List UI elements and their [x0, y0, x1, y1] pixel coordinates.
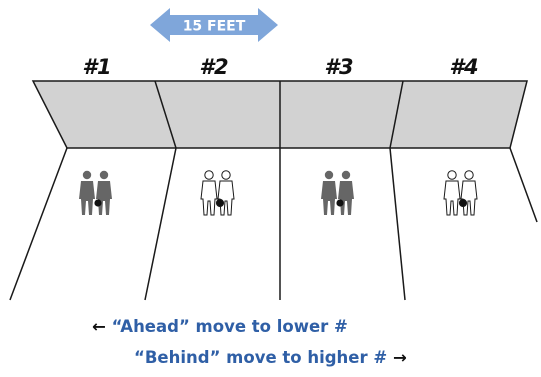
- spacing-arrow: 15 FEET: [150, 8, 278, 42]
- right-arrow-icon: →: [393, 348, 407, 367]
- spacing-label: 15 FEET: [183, 19, 246, 35]
- ahead-text: “Ahead” move to lower #: [112, 317, 348, 336]
- backboard: [33, 81, 527, 148]
- court-1-players: [79, 171, 112, 215]
- court-label-4: #4: [449, 55, 478, 79]
- court-label-2: #2: [199, 55, 228, 79]
- court-2-players: [201, 171, 234, 215]
- behind-text: “Behind” move to higher #: [134, 348, 387, 367]
- court-4-players: [444, 171, 477, 215]
- court-3-players: [321, 171, 354, 215]
- court-label-1: #1: [82, 55, 111, 79]
- court-label-3: #3: [324, 55, 353, 79]
- lane-lines: [10, 148, 537, 300]
- behind-caption: “Behind” move to higher # →: [134, 348, 407, 367]
- ahead-caption: ← “Ahead” move to lower #: [92, 317, 348, 336]
- left-arrow-icon: ←: [92, 317, 106, 336]
